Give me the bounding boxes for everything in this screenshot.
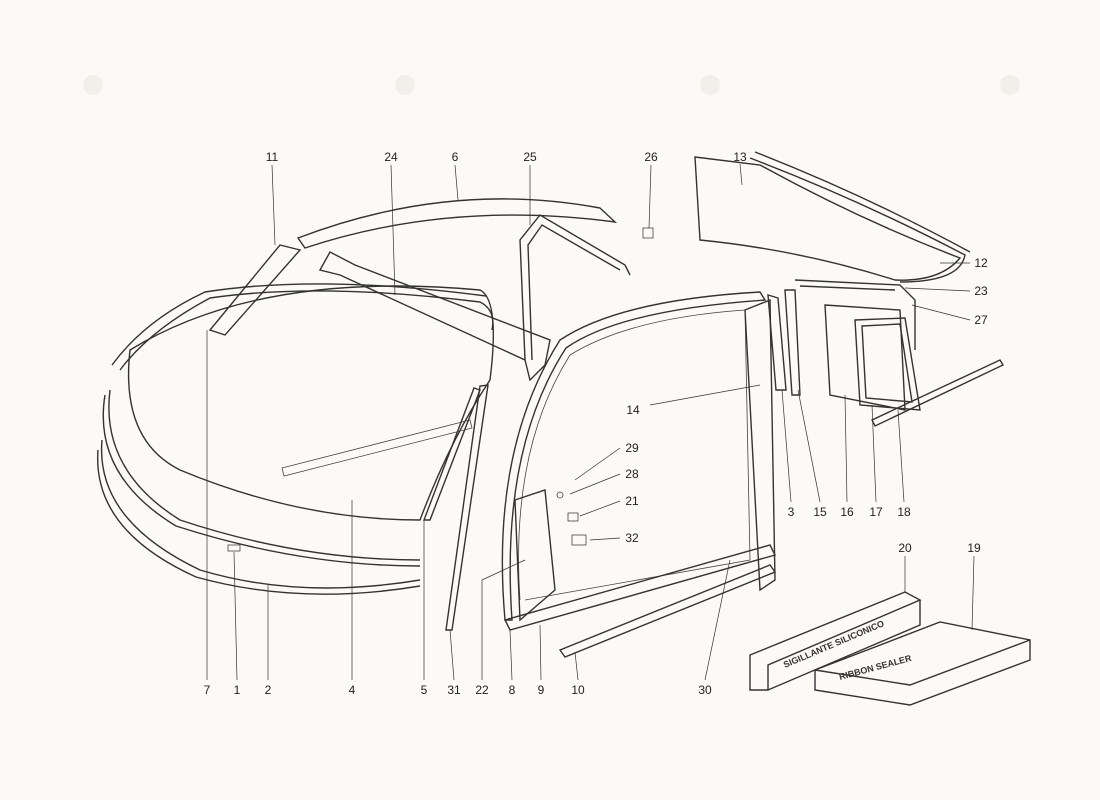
callout-18: 18 [897,505,911,519]
bracket-part [642,227,654,239]
callout-29: 29 [625,441,639,455]
callout-12: 12 [974,256,988,270]
callout-30: 30 [698,683,712,697]
callout-19: 19 [967,541,981,555]
door-window-inner [518,309,751,601]
callout-27: 27 [974,313,988,327]
callout-13: 13 [733,150,747,164]
door-vertical-seal [744,298,776,592]
callout-20: 20 [898,541,912,555]
callout-25: 25 [523,150,537,164]
windscreen-seal [111,283,494,371]
windscreen-strip [281,419,473,477]
callout-21: 21 [625,494,639,508]
callout-11: 11 [266,150,279,164]
bottom-trim [97,439,421,595]
callout-2: 2 [265,683,272,697]
pillar-seal [445,384,489,631]
rear-seal-vertical [767,289,801,396]
door-frame-seal [519,214,631,361]
callout-14: 14 [626,403,640,417]
punch-holes [83,75,1020,95]
clip-part [227,544,241,552]
callout-6: 6 [452,150,459,164]
callout-17: 17 [869,505,883,519]
callout-31: 31 [447,683,461,697]
callout-22: 22 [475,683,489,697]
callout-labels: 11 24 6 25 26 13 12 23 27 14 29 28 21 32… [204,150,988,697]
sealant-tube: SIGILLANTE SILICONICO [749,591,922,692]
clip-part [567,512,579,522]
roof-channel [318,251,551,382]
callout-8: 8 [509,683,516,697]
callout-7: 7 [204,683,211,697]
bracket-part [571,534,587,546]
callout-9: 9 [538,683,545,697]
door-window-seal [501,291,767,621]
rear-window [694,156,962,281]
quarter-seal [794,279,916,350]
callout-16: 16 [840,505,854,519]
callout-5: 5 [421,683,428,697]
roof-trim-left [208,244,302,336]
callout-28: 28 [625,467,639,481]
quarter-glass-frame [854,317,921,411]
callout-26: 26 [644,150,658,164]
callout-23: 23 [974,284,988,298]
callout-15: 15 [813,505,827,519]
door-panel [514,489,556,622]
screw-part [556,491,564,499]
callout-1: 1 [234,683,241,697]
callout-32: 32 [625,531,639,545]
roof-rail [296,198,618,249]
quarter-glass [824,304,906,411]
windscreen-glass [127,285,494,521]
lower-trim [102,389,421,567]
callout-4: 4 [349,683,356,697]
sill-strip [558,564,777,658]
callout-3: 3 [788,505,795,519]
quarter-trim-strip [871,359,1004,427]
callout-10: 10 [571,683,585,697]
callout-24: 24 [384,150,398,164]
rear-window-seal [749,151,971,283]
door-sill-seal [503,544,777,631]
leader-lines [206,163,975,681]
